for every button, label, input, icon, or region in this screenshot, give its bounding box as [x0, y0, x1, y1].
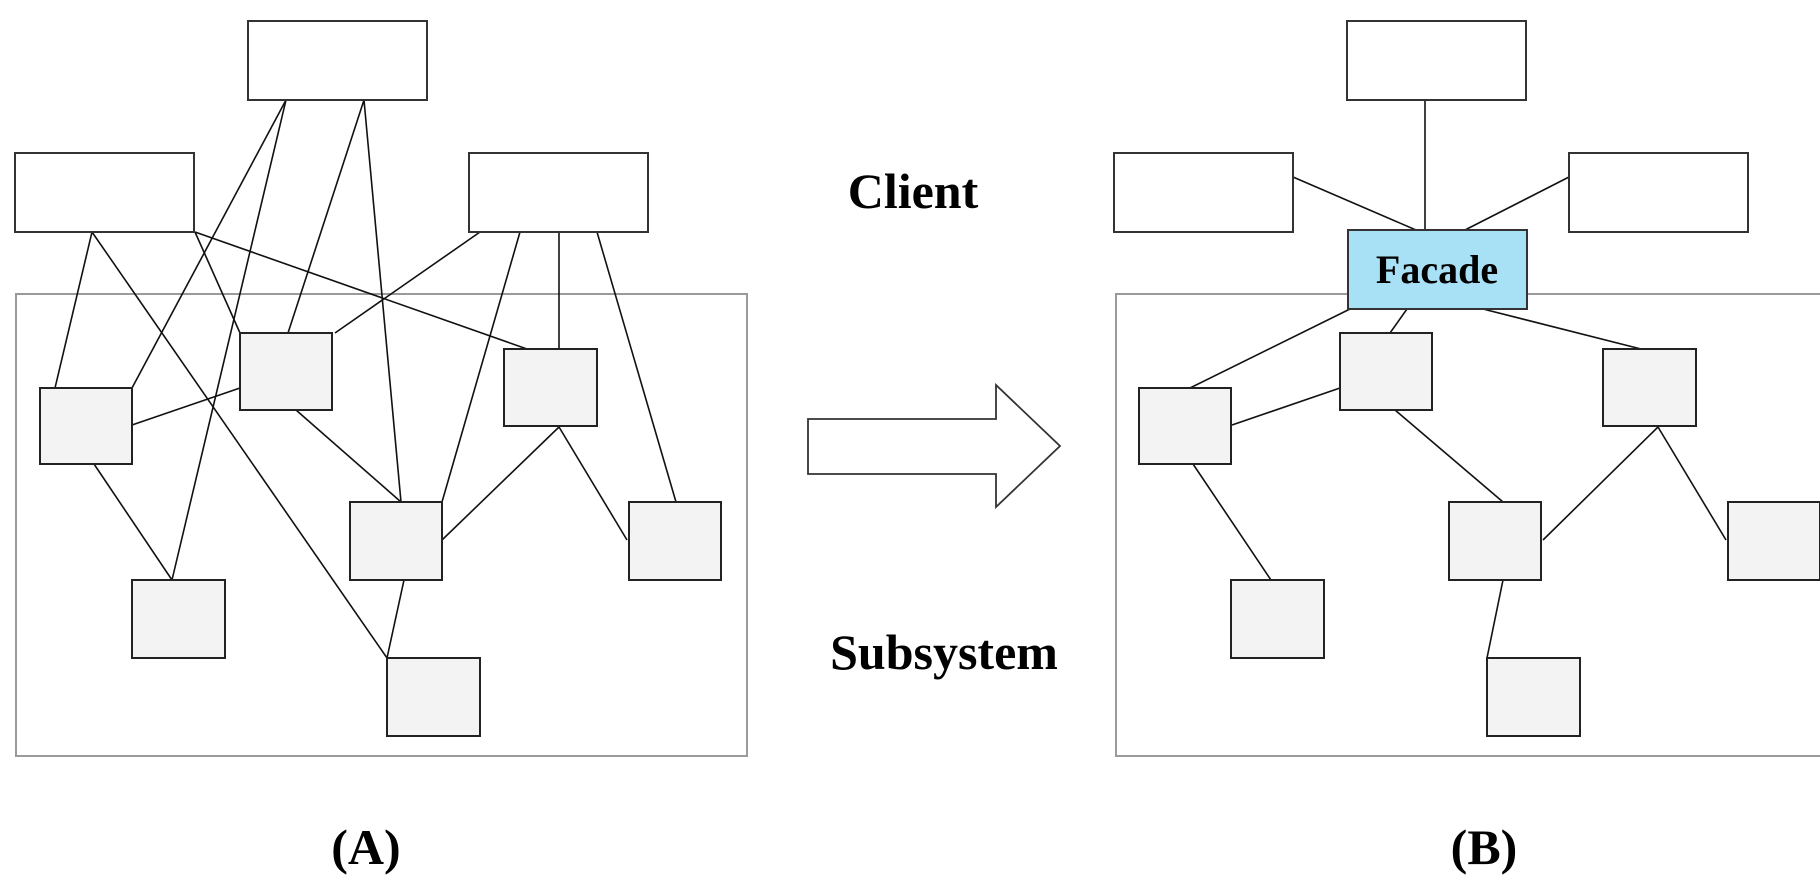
subsystem-class-box	[349, 501, 443, 581]
panel-a: (A)	[14, 20, 748, 875]
connector	[91, 231, 388, 659]
connections-a	[54, 99, 677, 659]
center-legend: Client Subsystem	[807, 163, 1062, 680]
subsystem-class-box	[503, 348, 598, 427]
subsystem-class-box	[239, 332, 333, 411]
connector	[287, 99, 365, 334]
connector	[596, 231, 677, 503]
subsystem-class-box	[386, 657, 481, 737]
connector	[1192, 463, 1272, 581]
subsystem-class-box	[1448, 501, 1542, 581]
connector	[295, 409, 402, 503]
connector	[1657, 426, 1727, 541]
connector	[171, 99, 287, 581]
connector	[1231, 387, 1341, 426]
connector	[334, 231, 481, 334]
panel-a-label: (A)	[331, 819, 400, 875]
connector	[1292, 176, 1417, 231]
client-box	[14, 152, 195, 233]
connector	[194, 231, 241, 334]
connector	[1464, 176, 1570, 231]
client-box	[468, 152, 649, 233]
connector	[54, 231, 93, 389]
connector	[1389, 308, 1408, 334]
panel-b: Facade (B)	[1113, 20, 1820, 875]
connector	[363, 99, 402, 503]
client-box	[1113, 152, 1294, 233]
subsystem-class-box	[1486, 657, 1581, 737]
connector	[194, 231, 528, 350]
subsystem-class-box	[39, 387, 133, 465]
connections-b	[1189, 100, 1727, 659]
connector	[558, 426, 628, 541]
connector	[1394, 409, 1504, 503]
facade-label: Facade	[1376, 247, 1498, 292]
connector	[1486, 579, 1504, 659]
client-box	[247, 20, 428, 101]
client-label: Client	[848, 163, 979, 219]
connector	[131, 99, 287, 389]
client-box	[1346, 20, 1527, 101]
subsystem-class-box	[1339, 332, 1433, 411]
subsystem-class-box	[1602, 348, 1697, 427]
client-box	[1568, 152, 1749, 233]
transform-arrow	[807, 382, 1062, 510]
connector	[1189, 308, 1351, 389]
subsystem-class-box	[1138, 387, 1232, 465]
connector	[93, 463, 173, 581]
connector	[441, 231, 521, 503]
connector	[1542, 426, 1659, 541]
connector	[441, 426, 560, 541]
panel-b-label: (B)	[1451, 819, 1518, 875]
subsystem-class-box	[1727, 501, 1820, 581]
connector	[1482, 308, 1642, 350]
subsystem-label: Subsystem	[830, 624, 1058, 680]
connector	[131, 387, 241, 426]
connector	[386, 579, 405, 659]
subsystem-class-box	[1230, 579, 1325, 659]
subsystem-class-box	[131, 579, 226, 659]
subsystem-class-box	[628, 501, 722, 581]
facade-box	[1347, 229, 1528, 310]
